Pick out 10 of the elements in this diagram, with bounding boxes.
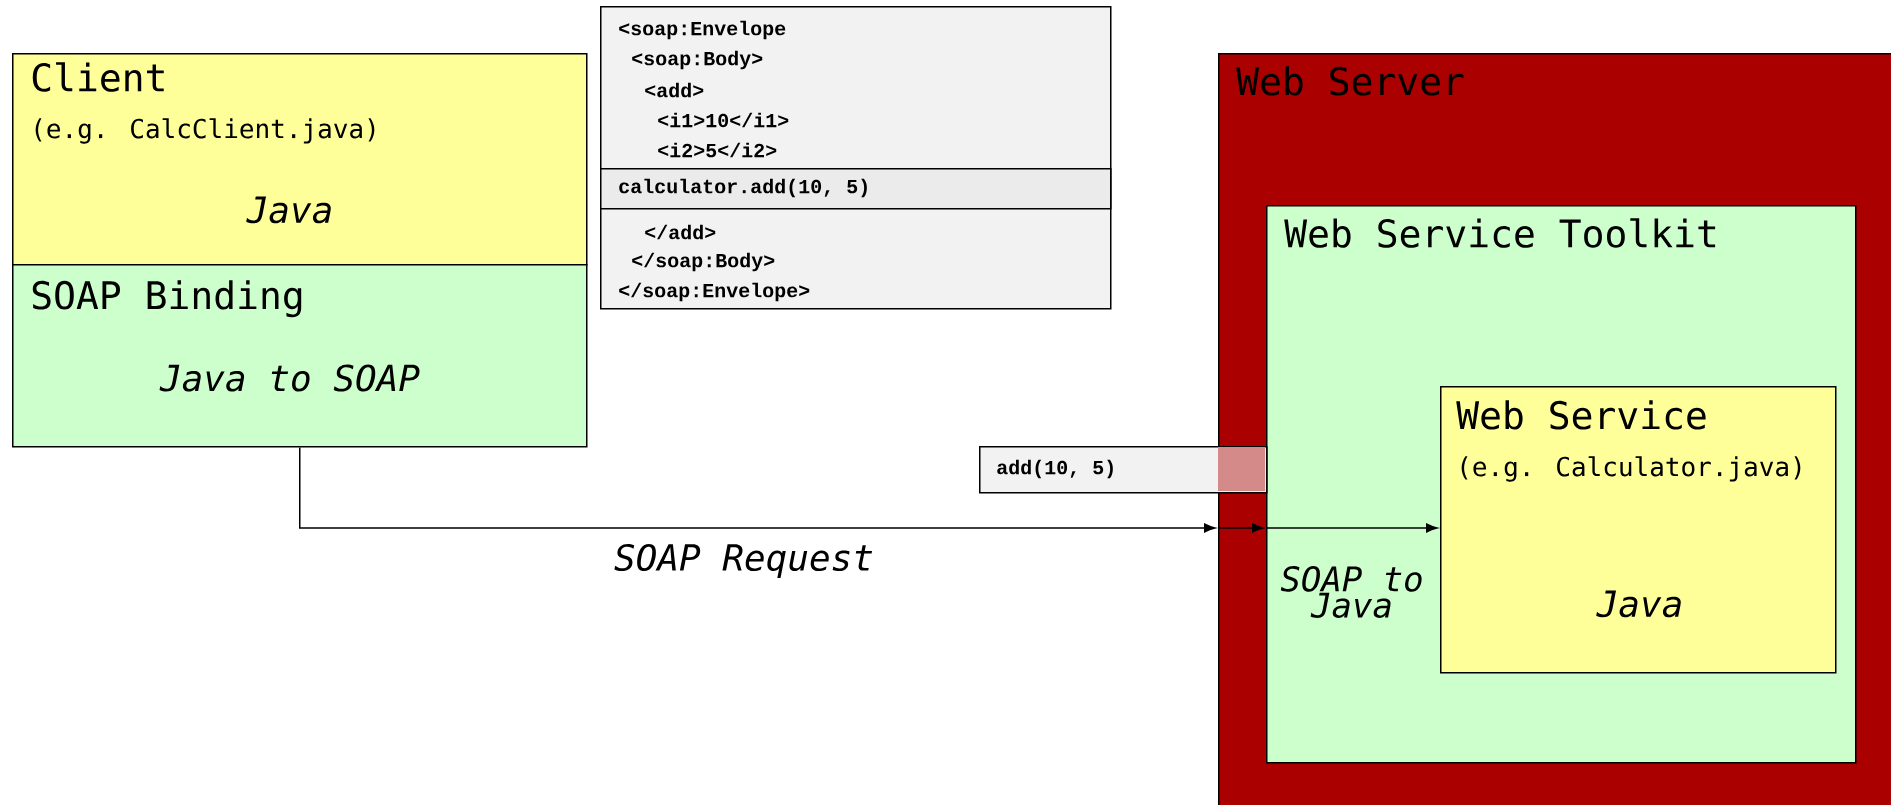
service-box: Web Service (e.g. Calculator.java) Java (1440, 386, 1837, 674)
arrow (299, 446, 1216, 533)
edge-label: SOAP to Java (1280, 566, 1422, 618)
arrow (1217, 523, 1264, 533)
arrow (1265, 523, 1438, 533)
edge-label: SOAP Request (614, 543, 873, 579)
client-box: Client (e.g. CalcClient.java) Java (12, 53, 588, 266)
code-box: add(10, 5) (979, 446, 1268, 494)
code-band: calculator.add(10, 5) (600, 168, 1112, 210)
binding-box: SOAP Binding Java to SOAP (12, 264, 588, 448)
